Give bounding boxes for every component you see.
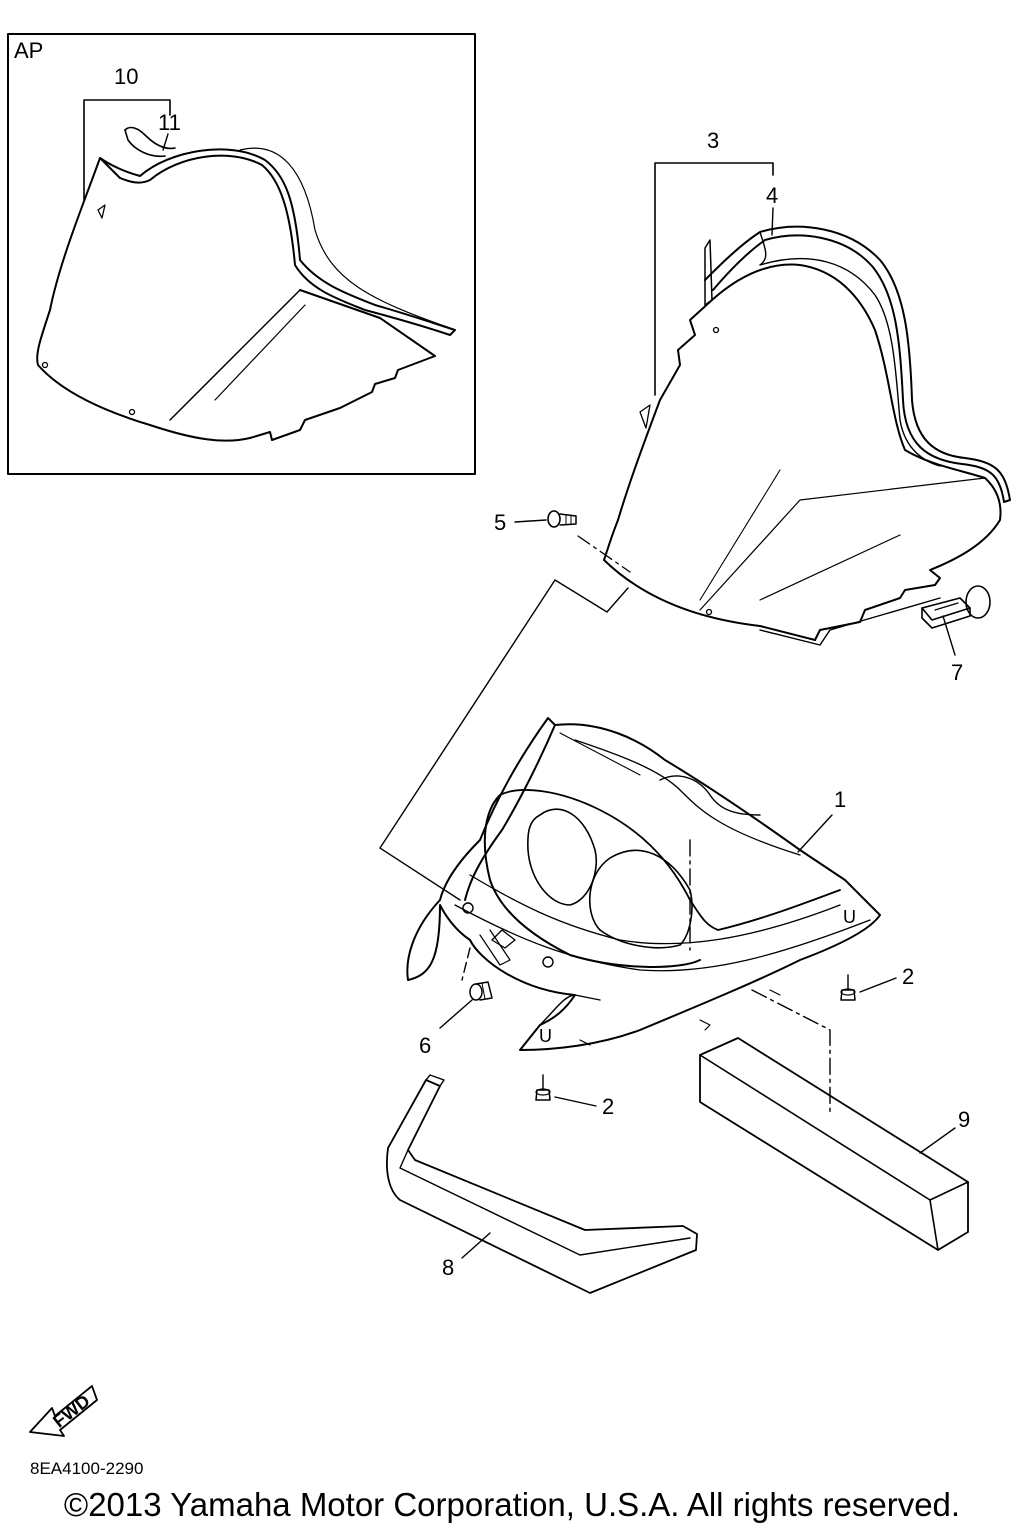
callout-2a: 2 bbox=[902, 964, 914, 989]
part-7-drawing: 7 bbox=[921, 585, 991, 685]
inset-windshield-drawing bbox=[36, 126, 456, 442]
callout-9: 9 bbox=[958, 1107, 970, 1132]
svg-text:U: U bbox=[843, 907, 856, 927]
copyright-text: ©2013 Yamaha Motor Corporation, U.S.A. A… bbox=[63, 1486, 961, 1523]
callout-7: 7 bbox=[951, 660, 963, 685]
inset-ap: AP 10 11 bbox=[7, 33, 476, 475]
fastener-2-right-drawing: 2 bbox=[840, 964, 914, 1001]
cowl-1-drawing: 1 U U bbox=[406, 717, 881, 1051]
fastener-2-left-drawing: 2 bbox=[535, 1074, 614, 1119]
callout-4: 4 bbox=[766, 183, 778, 208]
seal-8-drawing: 8 bbox=[386, 1074, 698, 1294]
foam-block-9-drawing: 9 bbox=[699, 1037, 970, 1251]
fwd-arrow-icon: FWD bbox=[29, 1385, 98, 1437]
callout-1: 1 bbox=[834, 787, 846, 812]
grommet-6-drawing: 6 bbox=[419, 981, 493, 1058]
callout-5: 5 bbox=[494, 510, 506, 535]
diagram-code: 8EA4100-2290 bbox=[30, 1459, 143, 1478]
inset-label: AP bbox=[14, 38, 43, 63]
windshield-drawing: 3 4 bbox=[603, 128, 1011, 646]
svg-text:U: U bbox=[539, 1026, 552, 1046]
callout-8: 8 bbox=[442, 1255, 454, 1280]
callout-2b: 2 bbox=[602, 1094, 614, 1119]
screw-5-drawing: 5 bbox=[494, 510, 631, 573]
callout-3: 3 bbox=[707, 128, 719, 153]
callout-10: 10 bbox=[114, 64, 138, 89]
callout-11: 11 bbox=[158, 110, 181, 135]
assembly-lines bbox=[379, 579, 831, 1116]
fwd-label: FWD bbox=[49, 1391, 94, 1432]
callout-6: 6 bbox=[419, 1033, 431, 1058]
